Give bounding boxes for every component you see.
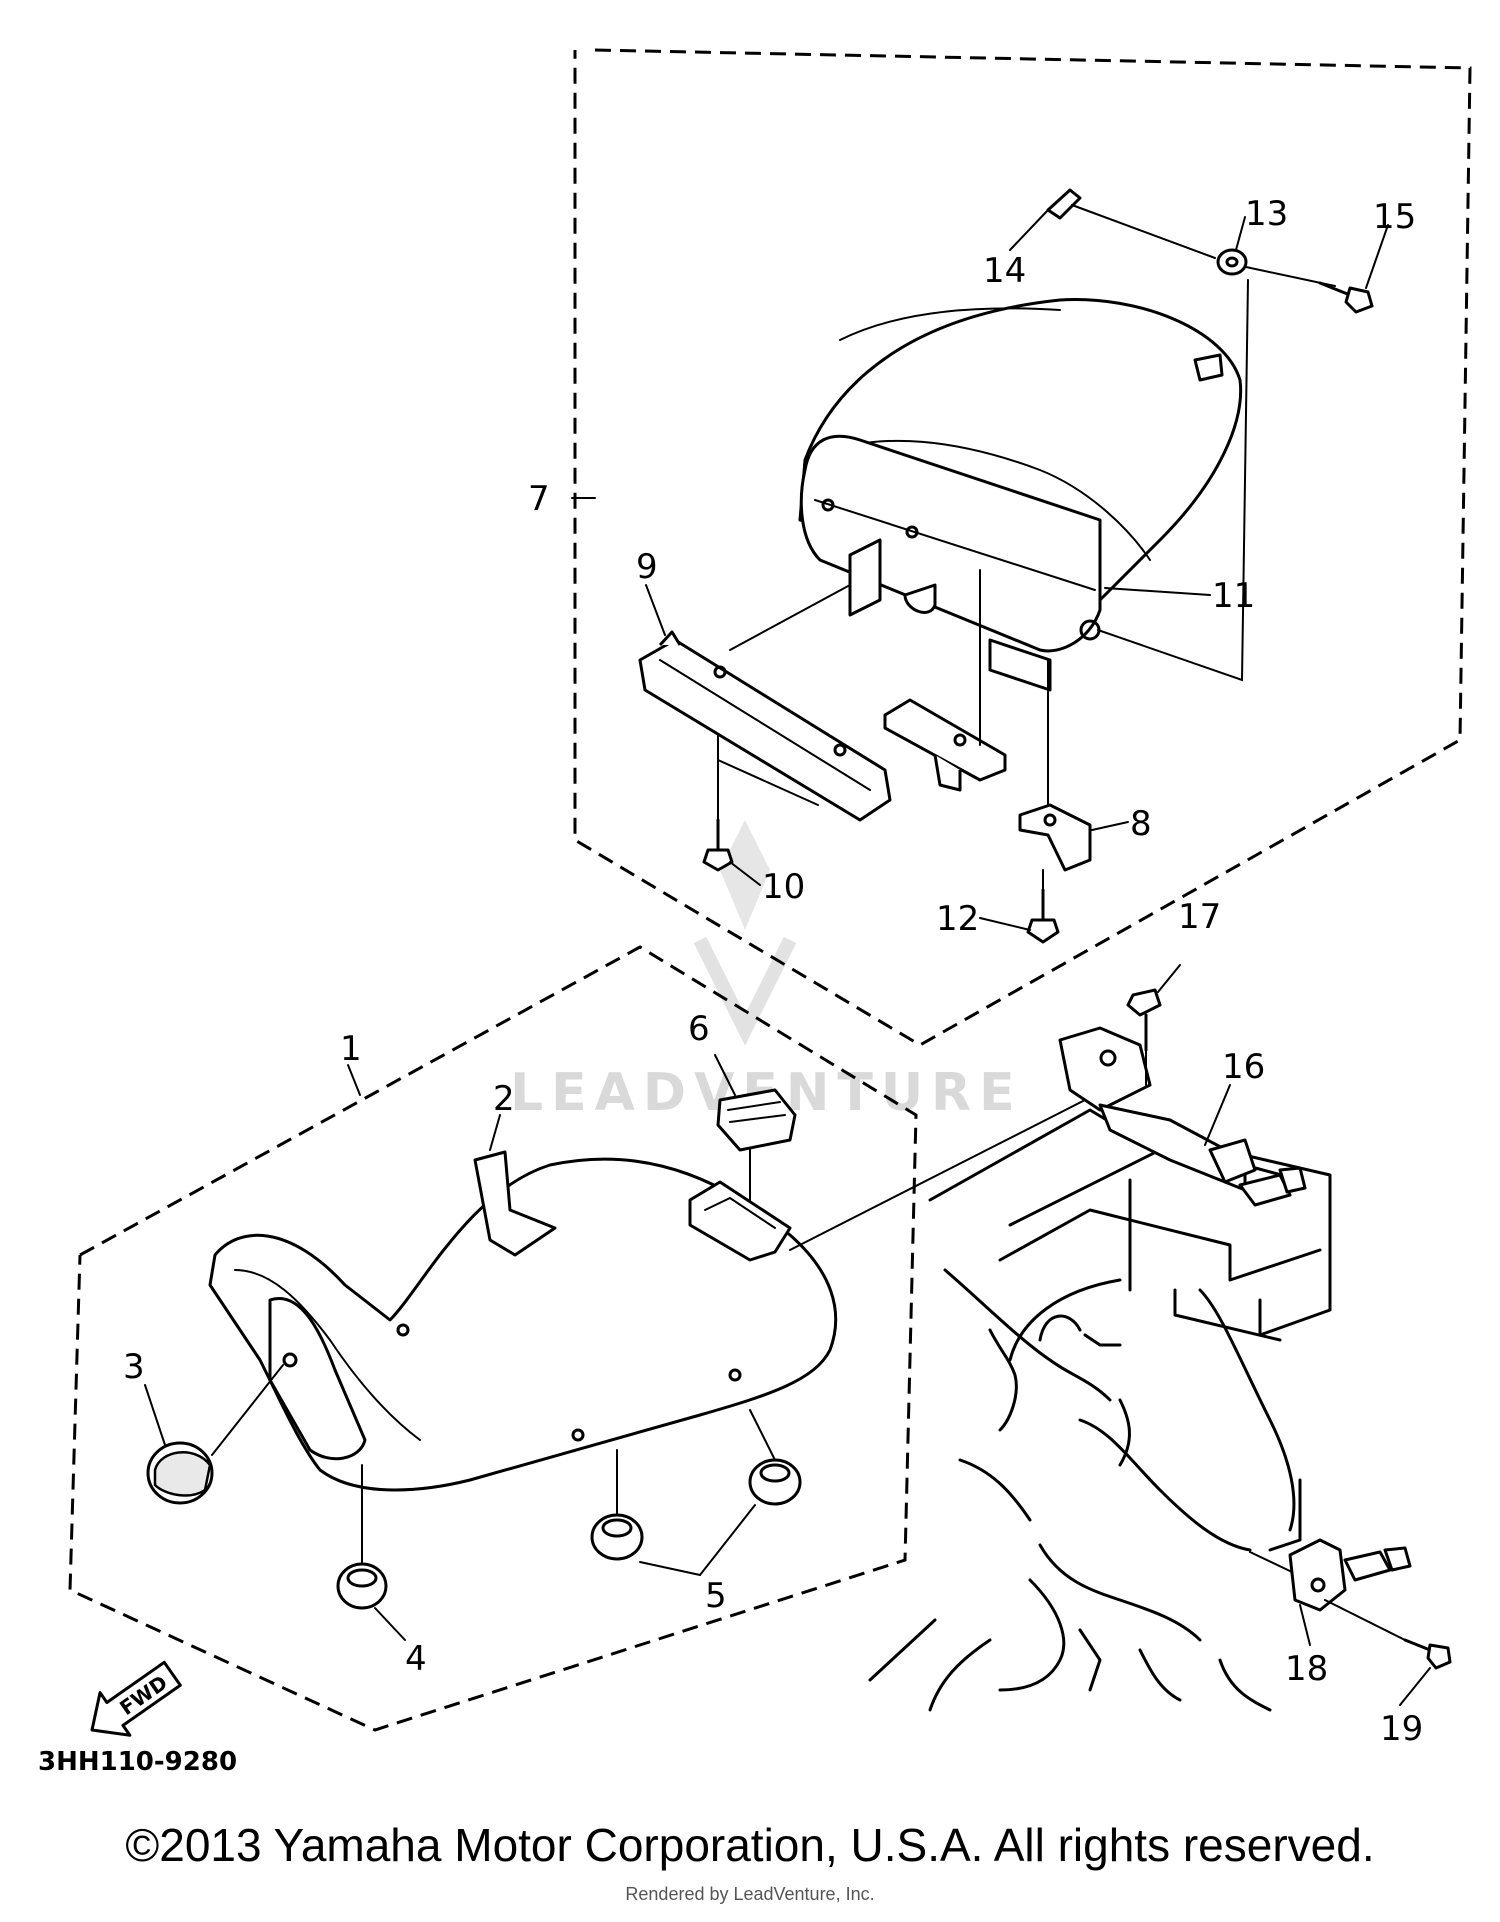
part-16-seat-lock: [1058, 1026, 1307, 1207]
part-6-damper: [716, 1088, 797, 1152]
callout-4: 4: [405, 1639, 427, 1679]
part-10-bolt: [702, 818, 734, 872]
callout-17: 17: [1178, 897, 1221, 937]
part-3-knob: [146, 1441, 214, 1505]
frame-section: [868, 1108, 1332, 1712]
assembly-1-outline: [68, 945, 918, 1732]
main-seat: [208, 1157, 838, 1492]
assembly-7-leaders: [717, 204, 1336, 891]
callout-2: 2: [493, 1079, 515, 1119]
assembly-7-outline: [573, 48, 1472, 1047]
part-8-bracket: [1018, 803, 1092, 872]
seat-hook-bracket: [688, 1180, 792, 1262]
callout-8: 8: [1130, 804, 1152, 844]
callout-6: 6: [688, 1009, 710, 1049]
callout-16: 16: [1222, 1047, 1265, 1087]
part-18-lock: [1249, 1538, 1412, 1641]
part-4-cushion: [336, 1562, 388, 1610]
seat-bracket: [883, 698, 1007, 792]
callout-7: 7: [528, 479, 550, 519]
part-19-screw: [1403, 1638, 1452, 1670]
callout-19: 19: [1380, 1709, 1423, 1749]
callout-11: 11: [1212, 576, 1255, 616]
callout-15: 15: [1373, 197, 1416, 237]
callout-13: 13: [1245, 194, 1288, 234]
callout-14: 14: [983, 251, 1026, 291]
callout-3: 3: [123, 1347, 145, 1387]
forward-arrow-badge: FWD: [90, 1660, 182, 1737]
callout-leaders: [144, 209, 1431, 1706]
part-5-cushions: [590, 1458, 802, 1561]
rear-seat-cowl: [798, 298, 1243, 692]
callout-5: 5: [705, 1576, 727, 1616]
callout-1: 1: [340, 1029, 362, 1069]
figure-code: 3HH110-9280: [38, 1747, 237, 1777]
callout-9: 9: [636, 547, 658, 587]
watermark: LEADVENTURE: [510, 820, 1015, 1123]
part-12-bolt: [1026, 888, 1060, 944]
part-14-clip: [1046, 188, 1082, 220]
part-15-screw: [1318, 281, 1374, 314]
callout-12: 12: [936, 899, 979, 939]
part-2-tab: [473, 1150, 557, 1257]
copyright-notice: ©2013 Yamaha Motor Corporation, U.S.A. A…: [125, 1819, 1375, 1871]
part-9-grab-strip: [638, 630, 892, 822]
render-credit: Rendered by LeadVenture, Inc.: [625, 1884, 875, 1904]
callout-10: 10: [762, 867, 805, 907]
assembly-1-leaders: [211, 1099, 1086, 1564]
part-13-grommet: [1216, 248, 1248, 276]
callout-18: 18: [1285, 1649, 1328, 1689]
callout-labels: 1 2 3 4 5 6 7 8 9 10 11 12 13 14 15 16 1…: [123, 194, 1423, 1749]
part-17-bolt: [1126, 988, 1162, 1086]
